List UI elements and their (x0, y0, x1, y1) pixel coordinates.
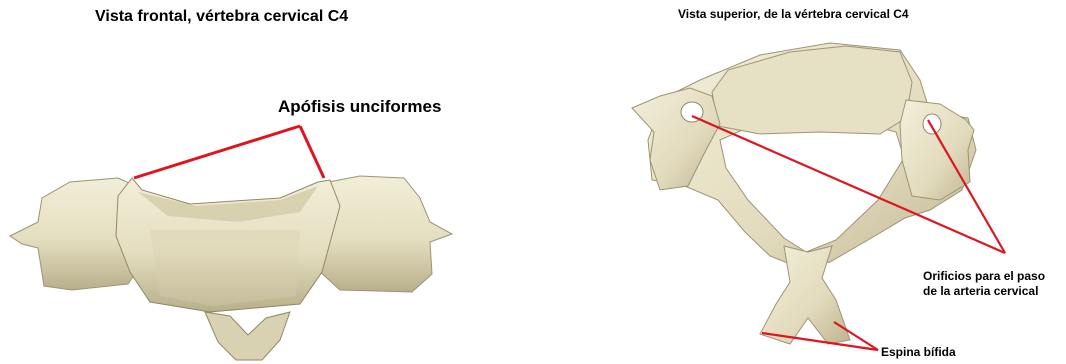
frontal-vertebra (10, 176, 452, 360)
superior-bifid-spine (760, 246, 850, 344)
bifid-spine-label: Espina bífida (881, 345, 956, 359)
superior-vertebral-body (712, 46, 912, 134)
transverse-foramina-label-line2: de la arteria cervical (923, 284, 1045, 299)
transverse-foramina-label-line1: Orificios para el paso (923, 269, 1045, 284)
superior-right-transverse (900, 100, 974, 200)
unciform-pointer-lines (134, 126, 324, 178)
frontal-body-shading (150, 230, 300, 306)
frontal-spine-fork (205, 312, 290, 360)
unciform-processes-label: Apófisis unciformes (278, 97, 441, 117)
transverse-foramina-label: Orificios para el paso de la arteria cer… (923, 269, 1045, 299)
frontal-right-transverse (318, 176, 452, 292)
right-transverse-foramen (923, 114, 941, 134)
